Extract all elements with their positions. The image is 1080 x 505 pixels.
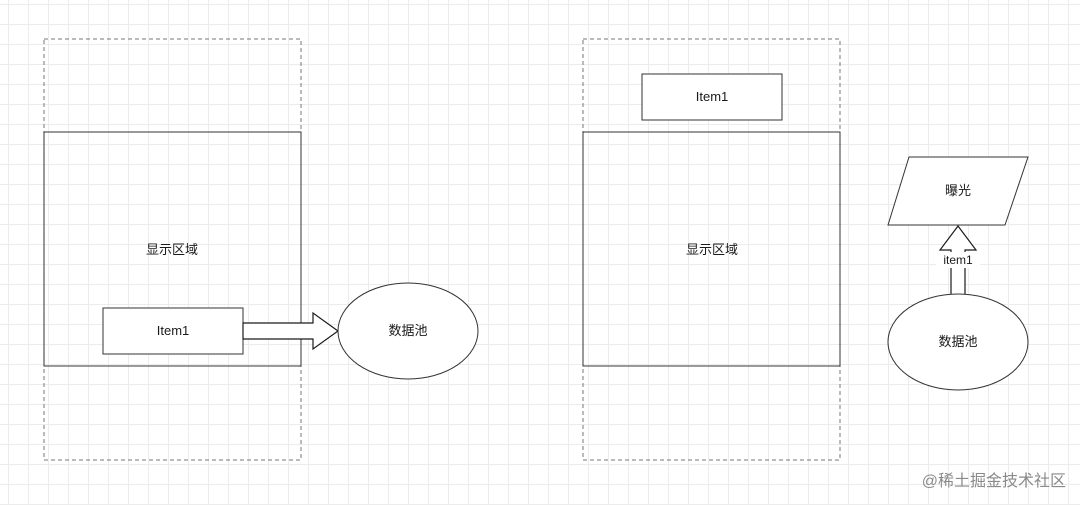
- right-item1-box: [641, 73, 783, 121]
- left-block-arrow: [242, 311, 340, 351]
- right-arrow-label: item1: [943, 253, 973, 267]
- left-list-viewport-dashed: [43, 38, 302, 461]
- right-arrow-label-bg: [936, 252, 980, 268]
- left-display-area: [43, 131, 302, 367]
- right-data-pool-label: 数据池: [938, 334, 978, 349]
- right-exposure-parallelogram: [887, 156, 1029, 226]
- left-data-pool-label: 数据池: [388, 323, 428, 338]
- right-list-viewport-dashed: [582, 38, 841, 461]
- left-item1-box: [102, 307, 244, 355]
- left-item1-label: Item1: [156, 323, 190, 338]
- left-display-area-label: 显示区域: [145, 242, 199, 257]
- watermark-text: @稀土掘金技术社区: [921, 473, 1066, 490]
- right-display-area: [582, 131, 841, 367]
- right-exposure-label: 曝光: [944, 183, 972, 198]
- right-data-pool-ellipse: [887, 293, 1029, 391]
- left-data-pool-ellipse: [337, 282, 479, 380]
- right-item1-label: Item1: [695, 89, 729, 104]
- right-display-area-label: 显示区域: [685, 242, 739, 257]
